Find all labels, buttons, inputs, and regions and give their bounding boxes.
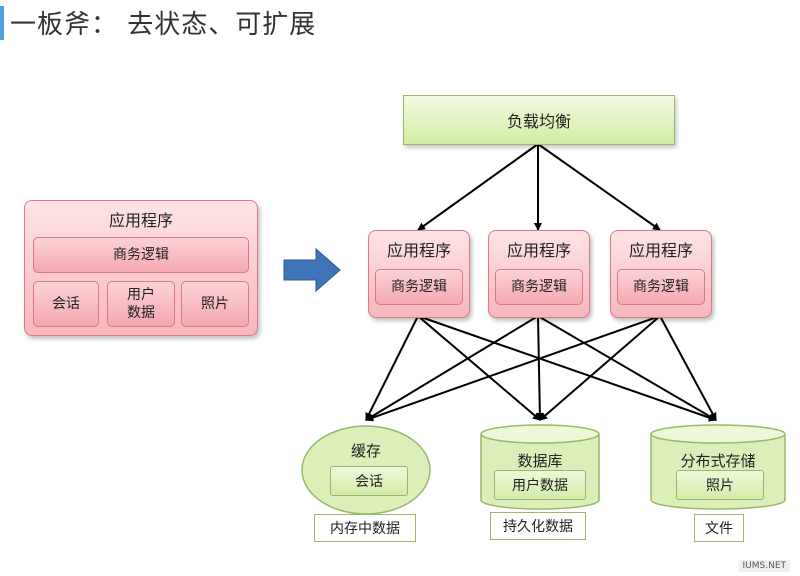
app3-to-files-line [659, 315, 717, 421]
watermark: IUMS.NET [738, 560, 790, 572]
cache-label: 缓存 [350, 442, 381, 460]
files-caption: 文件 [694, 514, 744, 542]
files-cylinder-top [650, 424, 786, 444]
monolith-session: 会话 [33, 281, 99, 327]
files-photos: 照片 [676, 470, 764, 500]
database-caption: 持久化数据 [490, 512, 586, 540]
app1-to-db-line [417, 315, 541, 421]
load-balancer-box: 负载均衡 [403, 95, 675, 145]
lb-to-app-1-line [417, 143, 539, 231]
app-server-2-label: 应用程序 [506, 241, 571, 260]
monolith-app-label: 应用程序 [108, 211, 173, 230]
app2-to-db-line [535, 315, 544, 421]
app-server-1-logic: 商务逻辑 [375, 269, 463, 305]
app-server-1: 应用程序 商务逻辑 [368, 230, 470, 318]
app3-to-cache-line [365, 315, 661, 422]
monolith-user-data: 用户 数据 [107, 281, 175, 327]
lb-to-app-3-line [537, 143, 661, 231]
monolith-photos: 照片 [181, 281, 249, 327]
files-label: 分布式存储 [680, 452, 756, 470]
monolith-business-logic: 商务逻辑 [33, 237, 249, 273]
app-server-3-logic: 商务逻辑 [617, 269, 705, 305]
app2-to-cache-line [365, 315, 539, 421]
page-title: 一板斧： 去状态、可扩展 [10, 10, 317, 40]
cache-session: 会话 [330, 466, 408, 496]
database-cylinder-top [480, 424, 600, 444]
app3-to-db-line [539, 315, 661, 421]
app-server-3-label: 应用程序 [628, 241, 693, 260]
app1-to-files-line [417, 315, 717, 422]
cache-caption: 内存中数据 [314, 514, 416, 542]
app-server-1-label: 应用程序 [386, 241, 451, 260]
app-server-2-logic: 商务逻辑 [495, 269, 583, 305]
monolith-app-box: 应用程序 商务逻辑 会话 用户 数据 照片 [24, 200, 258, 336]
app-server-3: 应用程序 商务逻辑 [610, 230, 712, 318]
app-server-2: 应用程序 商务逻辑 [488, 230, 590, 318]
title-accent-bar [0, 6, 4, 40]
database-label: 数据库 [517, 452, 563, 470]
app1-to-cache-line [365, 315, 419, 421]
app2-to-files-line [537, 315, 717, 421]
transition-arrow-icon [283, 247, 341, 293]
load-balancer-label: 负载均衡 [506, 112, 571, 131]
database-user-data: 用户数据 [494, 470, 586, 500]
